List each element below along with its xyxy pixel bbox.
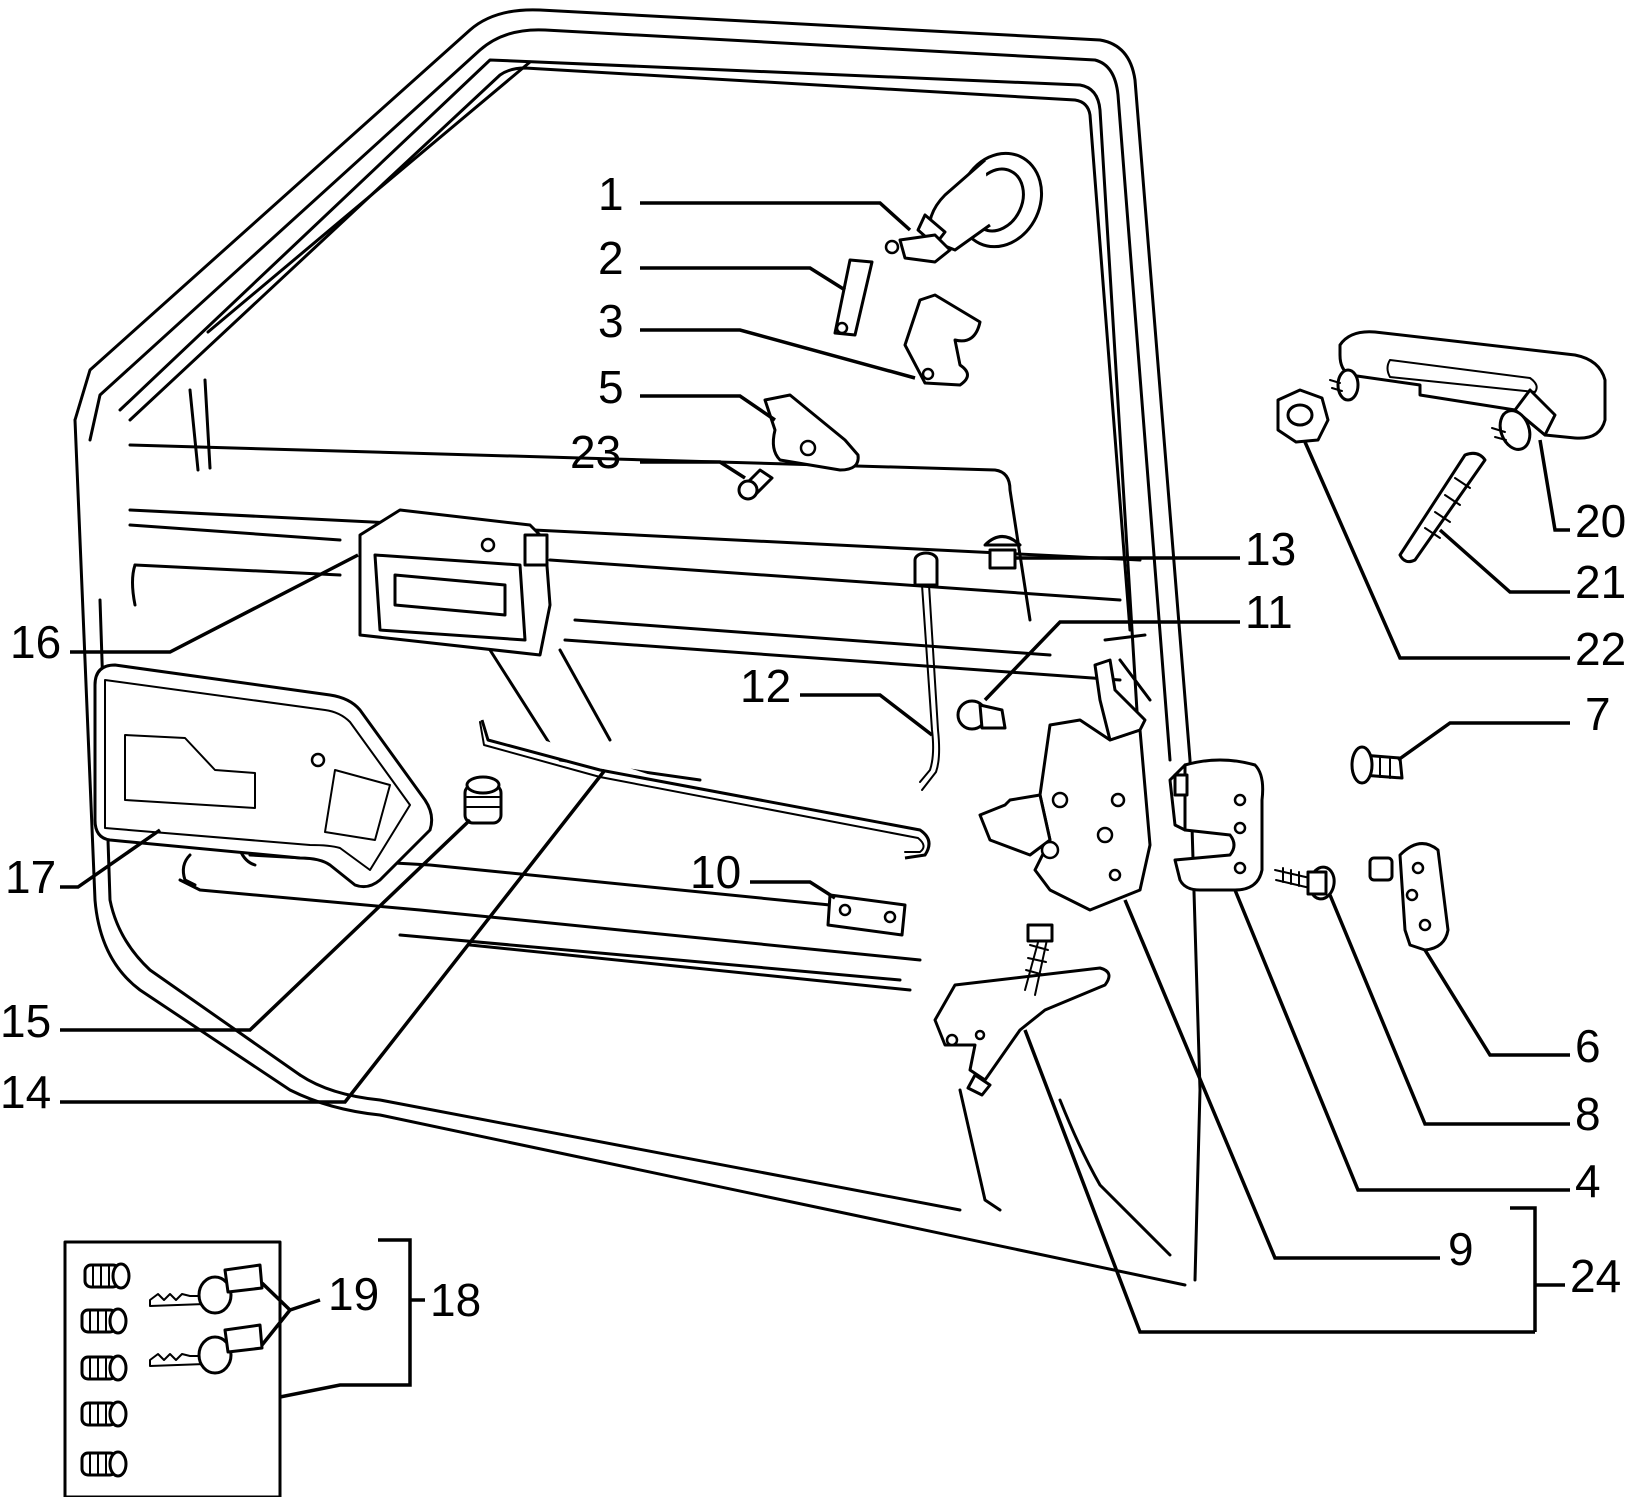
leader-16: [70, 553, 359, 654]
callout-9: 9: [1448, 1223, 1474, 1275]
part-8-screw: [1274, 865, 1336, 901]
leader-12: [800, 693, 934, 737]
leader-23: [640, 460, 746, 480]
leader-2: [640, 266, 846, 292]
part-12-lock-button-rod: [913, 551, 941, 791]
callout-8: 8: [1575, 1088, 1601, 1140]
callout-15: 15: [0, 995, 51, 1047]
callout-2: 2: [598, 232, 624, 284]
door-frame: [73, 8, 1202, 1287]
part-11-clip: [956, 699, 1007, 731]
callout-10: 10: [690, 846, 741, 898]
callout-14: 14: [0, 1066, 51, 1118]
part-3-retaining-clip: [903, 293, 982, 387]
callout-11: 11: [1245, 586, 1293, 638]
part-14-rod: [479, 719, 931, 860]
part-21-handle-rod: [1398, 451, 1487, 564]
callout-17: 17: [5, 851, 56, 903]
part-15-grommet: [463, 775, 503, 825]
leader-lines: [60, 201, 1570, 1399]
part-24-lower-bracket: [933, 923, 1111, 1097]
leader-7: [1396, 721, 1570, 762]
callout-22: 22: [1575, 623, 1626, 675]
callout-5: 5: [598, 361, 624, 413]
callout-23: 23: [570, 426, 621, 478]
callout-7: 7: [1585, 688, 1611, 740]
part-2-lock-pin: [833, 258, 874, 337]
part-10-pad: [826, 893, 907, 937]
leader-15: [60, 818, 472, 1032]
leader-21: [1438, 528, 1570, 594]
callout-labels: 1 2 3 5 23 16 17 15 14 12 10 13 11 20 21…: [0, 168, 1626, 1326]
leader-6: [1423, 949, 1570, 1057]
keys: [149, 1263, 264, 1375]
callout-19: 19: [328, 1268, 379, 1320]
callout-3: 3: [598, 295, 624, 347]
leader-11: [983, 620, 1240, 702]
callout-12: 12: [740, 660, 791, 712]
callout-21: 21: [1575, 556, 1626, 608]
part-16-inner-handle: [358, 508, 552, 657]
leader-5: [640, 394, 776, 422]
part-6-plate: [1368, 842, 1450, 952]
part-13-plug: [983, 535, 1022, 570]
callout-24: 24: [1570, 1250, 1621, 1302]
callout-16: 16: [10, 616, 61, 668]
part-22-nut: [1276, 388, 1330, 444]
leader-19: [260, 1281, 321, 1347]
callout-4: 4: [1575, 1155, 1601, 1207]
leader-10: [750, 880, 836, 900]
leader-17: [60, 828, 161, 889]
leader-24-lower: [1023, 1029, 1535, 1334]
part-18-key-kit: [63, 1240, 282, 1497]
callout-18: 18: [430, 1274, 481, 1326]
leader-8: [1328, 894, 1570, 1126]
part-9-latch: [978, 658, 1152, 912]
callout-6: 6: [1575, 1020, 1601, 1072]
part-4-striker: [1168, 758, 1265, 892]
part-7-bolt: [1350, 745, 1404, 785]
part-1-lock-cylinder: [884, 151, 1044, 264]
callout-20: 20: [1575, 495, 1626, 547]
leader-20: [1538, 439, 1570, 532]
callout-13: 13: [1245, 523, 1296, 575]
bracket-24: [1510, 1206, 1565, 1332]
lock-cylinders: [80, 1262, 131, 1478]
part-23-screw: [737, 468, 774, 501]
leader-14: [60, 768, 607, 1104]
callout-1: 1: [598, 168, 624, 220]
leader-4: [1233, 889, 1570, 1192]
leader-3: [640, 328, 916, 380]
bracket-18: [279, 1238, 425, 1399]
leader-22: [1303, 441, 1570, 660]
part-17-handle-bezel: [93, 663, 434, 889]
part-20-outer-handle: [1329, 330, 1607, 451]
part-5-lever: [763, 393, 860, 472]
leader-1: [640, 201, 912, 232]
leader-9: [1123, 899, 1440, 1260]
